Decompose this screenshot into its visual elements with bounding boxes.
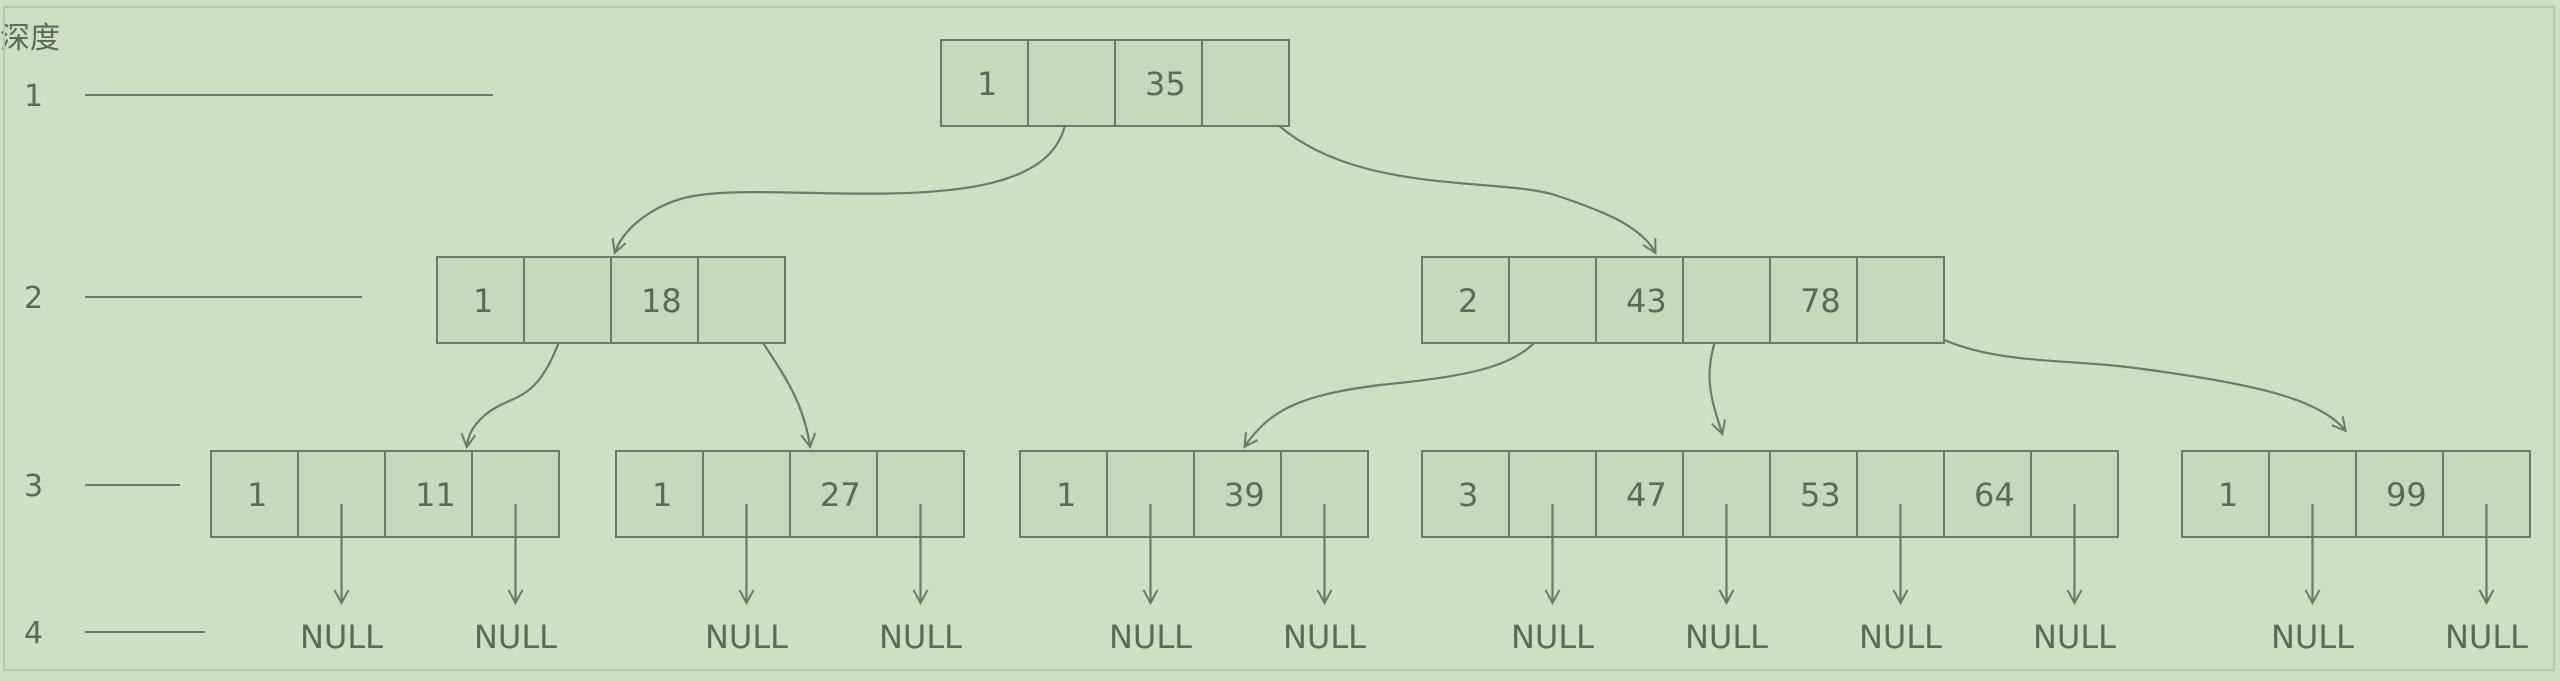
tree-node-l2-left: 1 18: [436, 256, 786, 344]
key-cell: [1193, 450, 1282, 538]
node-key-count: 1: [1056, 476, 1076, 514]
tree-node-l2-right: 2 43 78: [1421, 256, 1945, 344]
node-key-value: 39: [1224, 476, 1265, 514]
null-label: NULL: [1685, 618, 1768, 656]
tree-node-l3-c: 1 39: [1019, 450, 1369, 538]
node-key-value: 18: [641, 282, 682, 320]
key-cell: [1943, 450, 2032, 538]
node-key-value: 43: [1626, 282, 1667, 320]
key-cell: [940, 39, 1029, 127]
pointer-cell: [1201, 39, 1290, 127]
node-key-value: 64: [1974, 476, 2015, 514]
key-cell: [1595, 450, 1684, 538]
pointer-cell: [1682, 256, 1771, 344]
tree-node-root: 1 35: [940, 39, 1290, 127]
edge-root-to-l2-right: [1248, 91, 1655, 252]
edges-layer: [467, 91, 2345, 446]
pointer-cell: [471, 450, 560, 538]
pointer-cell: [697, 256, 786, 344]
node-key-count: 1: [473, 282, 493, 320]
edge-root-to-l2-left: [615, 94, 1068, 252]
null-label: NULL: [1109, 618, 1192, 656]
node-key-count: 1: [2218, 476, 2238, 514]
depth-title: 深度: [0, 21, 60, 56]
pointer-cell: [1508, 256, 1597, 344]
null-label: NULL: [879, 618, 962, 656]
null-label: NULL: [2271, 618, 2354, 656]
node-key-count: 1: [652, 476, 672, 514]
null-label: NULL: [1511, 618, 1594, 656]
key-cell: [615, 450, 704, 538]
node-key-count: 1: [247, 476, 267, 514]
edge-l2-right-to-l3-c: [1245, 324, 1549, 446]
null-layer: NULL NULL NULL NULL NULL NULL NULL NULL NULL NULL…: [300, 504, 2528, 656]
node-key-count: 3: [1458, 476, 1478, 514]
key-cell: [436, 256, 525, 344]
null-label: NULL: [1283, 618, 1366, 656]
key-cell: [1019, 450, 1108, 538]
depth-number-4: 4: [24, 616, 43, 651]
pointer-cell: [1856, 256, 1945, 344]
key-cell: [1114, 39, 1203, 127]
null-label: NULL: [474, 618, 557, 656]
null-label: NULL: [300, 618, 383, 656]
node-key-value: 11: [415, 476, 456, 514]
node-key-value: 27: [820, 476, 861, 514]
null-label: NULL: [2033, 618, 2116, 656]
depth-axis: 深度 1 2 3 4: [0, 21, 493, 651]
depth-number-1: 1: [24, 79, 43, 114]
key-cell: [1421, 450, 1510, 538]
node-key-count: 2: [1458, 282, 1478, 320]
node-key-value: 99: [2386, 476, 2427, 514]
key-cell: [610, 256, 699, 344]
key-cell: [1595, 256, 1684, 344]
key-cell: [1769, 256, 1858, 344]
key-cell: [384, 450, 473, 538]
node-key-value: 78: [1800, 282, 1841, 320]
tree-node-l3-e: 1 99: [2181, 450, 2531, 538]
tree-node-l3-b: 1 27: [615, 450, 965, 538]
depth-number-3: 3: [24, 469, 43, 504]
null-label: NULL: [705, 618, 788, 656]
node-key-count: 1: [977, 65, 997, 103]
edge-l2-left-to-l3-a: [467, 314, 570, 446]
node-key-value: 53: [1800, 476, 1841, 514]
edge-l2-right-to-l3-e: [1902, 317, 2345, 430]
key-cell: [789, 450, 878, 538]
diagram-frame: [3, 6, 2555, 671]
tree-node-l3-d: 3 47 53 64: [1421, 450, 2119, 538]
key-cell: [210, 450, 299, 538]
node-key-value: 35: [1145, 65, 1186, 103]
null-label: NULL: [1859, 618, 1942, 656]
node-key-value: 47: [1626, 476, 1667, 514]
depth-number-2: 2: [24, 281, 43, 316]
null-label: NULL: [2445, 618, 2528, 656]
